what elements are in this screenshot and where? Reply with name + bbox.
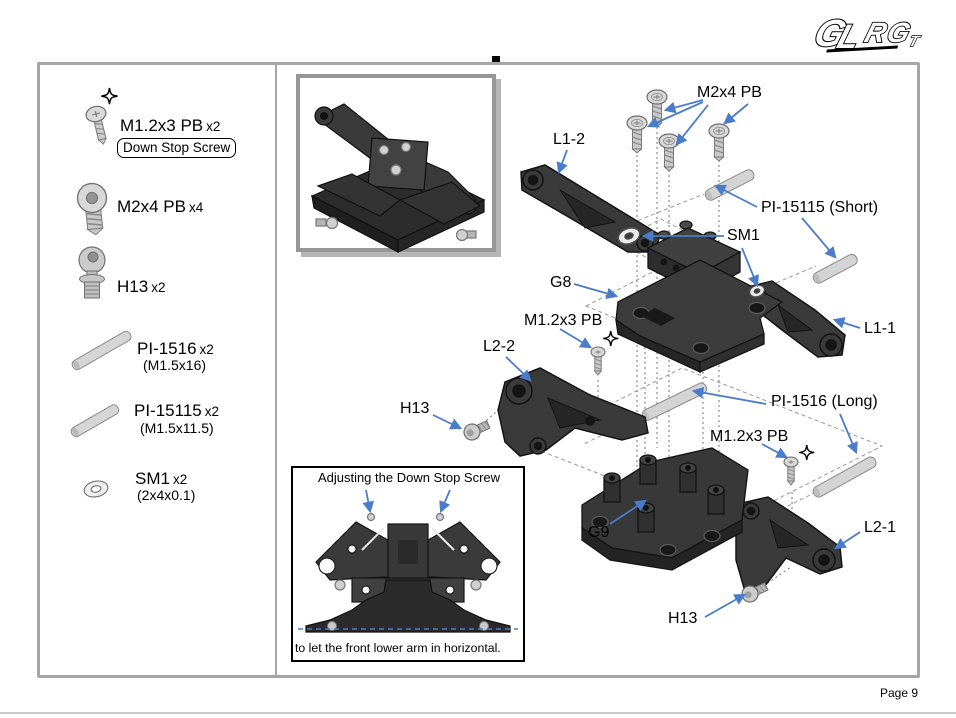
part-spec: (M1.5x16) [143, 357, 207, 373]
label-h13-lower: H13 [668, 610, 698, 627]
part-qty: x2 [206, 119, 221, 134]
label-g9: G9 [588, 524, 610, 541]
label-l2-2: L2-2 [483, 338, 516, 355]
down-stop-screw-note: Down Stop Screw [117, 138, 237, 158]
border-tick-mark [492, 56, 500, 62]
assembled-view-inset [296, 74, 496, 252]
label-m12x3-pb-lower: M1.2x3 PB [710, 428, 789, 445]
part-name-text: M1.2x3 PB [120, 116, 204, 135]
page-number: Page 9 [880, 686, 919, 700]
part-qty: x2 [172, 472, 188, 487]
label-m2x4-pb: M2x4 PB [697, 84, 762, 101]
label-h13-upper: H13 [400, 400, 430, 417]
part-qty: x2 [204, 404, 219, 419]
brand-logo: G L R G T [808, 12, 923, 57]
label-g8: G8 [550, 274, 572, 291]
logo-swoosh [826, 45, 899, 53]
adjust-inset-caption: to let the front lower arm in horizontal… [295, 641, 501, 655]
part-qty: x2 [151, 280, 166, 295]
part-qty: x2 [199, 342, 214, 357]
adjust-inset-title: Adjusting the Down Stop Screw [317, 470, 501, 485]
label-m12x3-pb-upper: M1.2x3 PB [524, 312, 603, 329]
label-l1-2: L1-2 [553, 131, 586, 148]
part-name-text: PI-1516 [137, 339, 197, 358]
part-name-text: M2x4 PB [117, 197, 186, 216]
part-name-text: H13 [117, 277, 149, 296]
footer-rule [0, 712, 956, 714]
label-l1-1: L1-1 [864, 320, 897, 337]
adjustment-inset [291, 466, 525, 662]
part-name-text: SM1 [135, 469, 170, 488]
part-spec: (M1.5x11.5) [140, 420, 214, 436]
label-pi15115-short: PI-15115 (Short) [761, 199, 879, 216]
part-qty: x4 [188, 200, 204, 215]
label-pi1516-long: PI-1516 (Long) [771, 393, 878, 410]
column-divider [275, 65, 277, 675]
part-spec: (2x4x0.1) [137, 487, 196, 503]
label-l2-1: L2-1 [864, 519, 897, 536]
part-name-text: PI-15115 [134, 401, 202, 420]
label-sm1: SM1 [727, 227, 760, 244]
logo-letter: T [907, 33, 923, 50]
